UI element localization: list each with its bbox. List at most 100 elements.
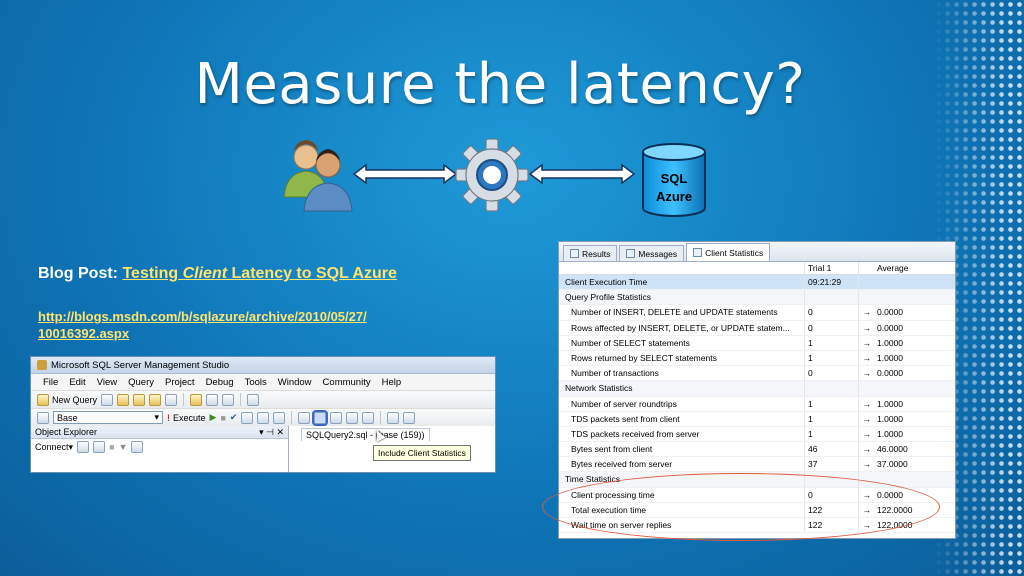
table-row[interactable]: Number of INSERT, DELETE and UPDATE stat… xyxy=(559,305,955,321)
stats-trial-cell: 09:21:29 xyxy=(805,275,859,290)
stats-average-cell xyxy=(875,275,955,289)
include-client-statistics-button[interactable] xyxy=(312,409,329,426)
menu-query[interactable]: Query xyxy=(128,376,154,388)
connect-icon[interactable] xyxy=(77,441,90,453)
double-arrow-icon xyxy=(352,163,458,185)
stats-arrow-cell: → xyxy=(862,368,872,379)
stats-label-cell: Number of server roundtrips xyxy=(559,396,805,411)
stats-trial-cell: 46 xyxy=(805,442,859,457)
toolbar-icon[interactable] xyxy=(117,393,130,406)
toolbar-icon[interactable] xyxy=(346,411,359,424)
blog-title-link[interactable]: Testing Client Latency to SQL Azure xyxy=(122,265,396,282)
toolbar-icon[interactable] xyxy=(101,393,114,406)
toolbar-icon[interactable] xyxy=(298,411,311,424)
blog-link-word: Latency to SQL Azure xyxy=(231,265,397,282)
stats-trial-cell: 0 xyxy=(805,366,859,381)
stats-trial-cell: 1 xyxy=(805,396,859,411)
execute-button[interactable]: ! Execute xyxy=(167,413,206,423)
database-label: SQL Azure xyxy=(640,170,708,206)
new-query-icon xyxy=(37,393,49,406)
stats-arrow-cell: → xyxy=(862,459,872,470)
menu-file[interactable]: File xyxy=(43,376,59,388)
debug-icon[interactable]: ▶ xyxy=(209,412,217,422)
query-tab[interactable]: SQLQuery2.sql - (base (159)) xyxy=(301,428,430,441)
stats-trial-cell: 37 xyxy=(805,457,859,472)
save-icon[interactable] xyxy=(206,393,219,406)
slide-title: Measure the latency? xyxy=(194,52,806,117)
column-header-arrow xyxy=(859,262,875,274)
menu-edit[interactable]: Edit xyxy=(69,376,86,388)
refresh-icon[interactable] xyxy=(131,441,144,453)
menu-view[interactable]: View xyxy=(96,376,118,388)
object-explorer-toolbar: Connect▾ ■ ▼ xyxy=(31,439,288,455)
toolbar-icon[interactable] xyxy=(133,393,146,406)
toolbar-icon[interactable] xyxy=(273,411,286,424)
stats-average-cell: 1.0000 xyxy=(877,337,903,348)
blog-prefix: Blog Post: xyxy=(38,265,118,282)
query-editor-pane[interactable]: SQLQuery2.sql - (base (159)) Include Cli… xyxy=(289,426,495,472)
tab-messages[interactable]: Messages xyxy=(619,245,685,261)
database-icon xyxy=(642,143,706,217)
menu-tools[interactable]: Tools xyxy=(244,376,267,388)
toolbar-icon[interactable] xyxy=(37,411,49,424)
stats-section-row[interactable]: Network Statistics xyxy=(559,381,955,397)
toolbar-icon[interactable] xyxy=(241,411,254,424)
blog-url-link[interactable]: http://blogs.msdn.com/b/sqlazure/archive… xyxy=(38,308,438,342)
toolbar-separator xyxy=(380,411,382,424)
stats-trial-cell xyxy=(805,290,859,305)
chart-icon xyxy=(693,248,703,257)
tab-client-statistics[interactable]: Client Statistics xyxy=(686,243,771,261)
object-explorer-header: Object Explorer ▾ ⊣ ✕ xyxy=(31,426,288,439)
toolbar-icon[interactable] xyxy=(362,411,375,424)
menu-debug[interactable]: Debug xyxy=(205,376,234,388)
menu-project[interactable]: Project xyxy=(164,376,195,388)
toolbar-icon[interactable] xyxy=(247,393,260,406)
stop-icon[interactable]: ■ xyxy=(109,442,115,452)
ssms-app-icon xyxy=(37,360,47,370)
ssms-lower-area: Object Explorer ▾ ⊣ ✕ Connect▾ ■ ▼ SQLQu… xyxy=(31,426,495,472)
blog-link-word: Testing xyxy=(122,265,179,282)
toolbar-icon[interactable] xyxy=(149,393,162,406)
stats-arrow-cell: → xyxy=(862,307,872,318)
uncomment-icon[interactable] xyxy=(403,411,416,424)
stats-average-cell: 1.0000 xyxy=(877,428,903,439)
stats-arrow-cell xyxy=(859,381,875,395)
save-all-icon[interactable] xyxy=(222,393,235,406)
chevron-down-icon: ▾ xyxy=(154,412,159,422)
stats-label-cell: Number of SELECT statements xyxy=(559,335,805,350)
disconnect-icon[interactable] xyxy=(93,441,106,453)
toolbar-icon[interactable] xyxy=(330,411,343,424)
comment-icon[interactable] xyxy=(387,411,400,424)
stats-arrow-cell: → xyxy=(862,428,872,439)
parse-icon[interactable]: ✔ xyxy=(229,412,238,422)
menu-community[interactable]: Community xyxy=(322,376,371,388)
tab-results[interactable]: Results xyxy=(563,245,618,261)
database-select[interactable]: Base ▾ xyxy=(53,411,163,424)
stats-label-cell: Bytes received from server xyxy=(559,457,805,472)
toolbar-icon[interactable] xyxy=(165,393,178,406)
panel-controls-icon[interactable]: ▾ ⊣ ✕ xyxy=(259,427,284,437)
menu-window[interactable]: Window xyxy=(277,376,312,388)
users-icon xyxy=(283,140,353,212)
new-query-button[interactable]: New Query xyxy=(37,393,98,406)
toolbar-icon[interactable] xyxy=(257,411,270,424)
stats-trial-cell: 0 xyxy=(805,305,859,320)
filter-icon[interactable]: ▼ xyxy=(118,442,128,452)
stop-icon[interactable]: ■ xyxy=(220,412,226,423)
open-file-icon[interactable] xyxy=(190,393,203,406)
stats-trial-cell: 1 xyxy=(805,350,859,366)
menu-help[interactable]: Help xyxy=(381,376,402,388)
stats-section-row[interactable]: Query Profile Statistics xyxy=(559,290,955,306)
connect-button[interactable]: Connect▾ xyxy=(35,441,74,452)
table-row[interactable]: Rows affected by INSERT, DELETE, or UPDA… xyxy=(559,320,955,336)
new-query-label: New Query xyxy=(52,394,98,405)
